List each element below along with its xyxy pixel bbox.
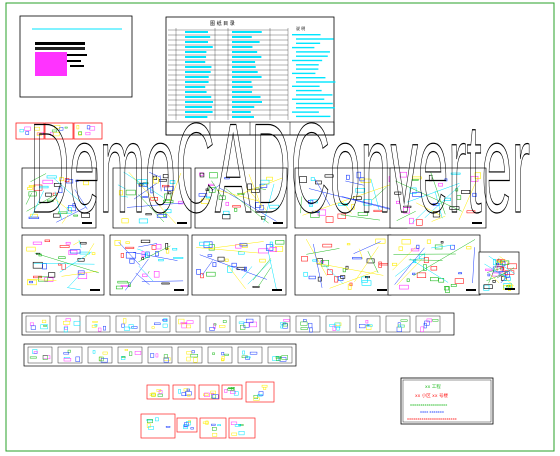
detail-sheet [245, 381, 275, 403]
detail-cell [177, 346, 203, 364]
detail-cell [237, 346, 263, 364]
detail-strip-2[interactable] [23, 343, 297, 367]
detail-cell [87, 346, 113, 364]
detail-cell [325, 315, 351, 333]
floor-plans-row-1[interactable] [21, 167, 487, 229]
detail-cell [207, 346, 233, 364]
detail-cell [295, 315, 321, 333]
plan-sheet [294, 167, 408, 229]
detail-cell [355, 315, 381, 333]
drawing-index-sheet[interactable]: 图 纸 目 录 说 明 [165, 16, 336, 136]
strip-frame [23, 343, 297, 367]
detail-cell [235, 315, 261, 333]
info-line-5: xxxxxxxxxxxxxxxxxxxxxxxx [407, 417, 457, 421]
plan-sheet [389, 167, 487, 229]
plan-sheet [21, 167, 97, 229]
plan-sheet [294, 234, 392, 296]
plan-sheet [191, 234, 287, 296]
drawing-outer-border [5, 2, 555, 452]
detail-sheet [221, 384, 243, 400]
info-line-2: xx 小区 xx 号楼 [415, 392, 448, 399]
plan-sheet [112, 167, 192, 229]
project-info-box[interactable]: xx 工程 xx 小区 xx 号楼 xxxxxxxxxxxxxxxxxx xxx… [400, 377, 494, 425]
index-table-title: 图 纸 目 录 [210, 20, 235, 27]
detail-cell [385, 315, 411, 333]
thumbnail-group-top[interactable] [15, 122, 103, 140]
detail-cell [117, 346, 143, 364]
watermark-text: DemoCADConverter [30, 96, 530, 239]
detail-cell [175, 315, 201, 333]
detail-cell [115, 315, 141, 333]
floor-plans-row-2[interactable] [21, 234, 520, 296]
detail-strip-1[interactable] [21, 312, 455, 336]
detail-sheet [172, 384, 196, 400]
info-line-3: xxxxxxxxxxxxxxxxxx [410, 403, 447, 407]
strip-frame [21, 312, 455, 336]
notes-panel-title: 说 明 [296, 25, 305, 31]
detail-sheet [146, 384, 170, 400]
info-line-1: xx 工程 [425, 383, 441, 390]
detail-sheet [199, 417, 227, 439]
cover-sheet[interactable] [19, 15, 133, 98]
detail-cell [265, 315, 291, 333]
detail-cell [415, 315, 441, 333]
detail-cell [57, 346, 83, 364]
bottom-details[interactable] [140, 381, 275, 439]
detail-cell [85, 315, 111, 333]
detail-cell [25, 315, 51, 333]
detail-cell [145, 315, 171, 333]
detail-cell [147, 346, 173, 364]
detail-cell [205, 315, 231, 333]
detail-sheet [140, 413, 176, 439]
info-line-4: xxxx xxxxxxx [420, 410, 444, 414]
detail-cell [267, 346, 293, 364]
detail-cell [27, 346, 53, 364]
